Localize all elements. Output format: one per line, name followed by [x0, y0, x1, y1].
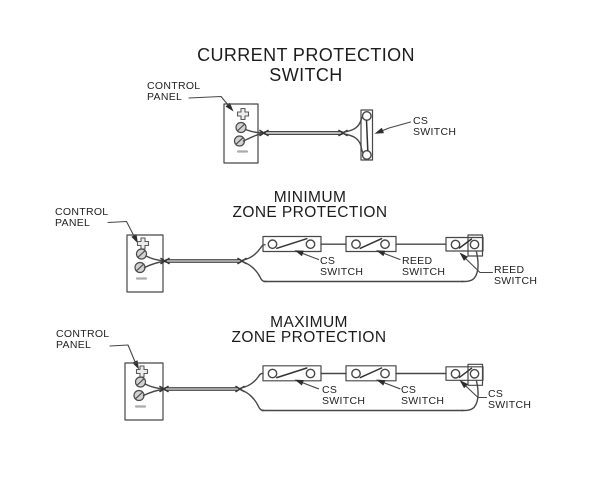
cs-switch-label: CS SWITCH: [488, 388, 532, 411]
control-panel-label: CONTROL PANEL: [56, 328, 110, 351]
control-panel-box: [223, 103, 259, 164]
cs-switch-symbol: [262, 235, 322, 253]
title-line: MAXIMUM: [270, 314, 348, 331]
switch-blade: [365, 119, 369, 152]
polarity-cross-icon: [236, 107, 250, 121]
cs-switch-label: CS SWITCH: [413, 115, 457, 138]
title-line: CURRENT PROTECTION: [197, 45, 415, 65]
minimum-zone-diagram: [107, 220, 494, 293]
screw-terminal-icon: [134, 261, 146, 274]
arrowhead: [374, 127, 384, 134]
cs-switch-right-leader: [459, 380, 488, 399]
cable: [242, 115, 367, 156]
polarity-cross-icon: [136, 237, 150, 250]
switch-blade: [276, 367, 308, 379]
cs-switch-label: CS SWITCH: [322, 384, 366, 407]
reed-switch-leader: [376, 250, 401, 261]
control-panel-label: CONTROL PANEL: [147, 80, 201, 103]
arrowhead: [131, 234, 138, 244]
arrowhead: [294, 379, 304, 386]
arrowhead: [376, 250, 386, 257]
control-panel-box: [124, 362, 164, 421]
cs-switch-label: CS SWITCH: [320, 255, 364, 278]
maximum-zone-diagram: [109, 344, 488, 421]
arrowhead: [459, 380, 469, 389]
switch-blade: [359, 237, 383, 250]
screw-terminal-icon: [134, 376, 147, 388]
control-panel-box: [126, 234, 164, 293]
right-drop-wire: [461, 251, 479, 283]
arrowhead: [132, 360, 139, 370]
title-line: ZONE PROTECTION: [231, 329, 387, 346]
cs-switch-leader: [376, 379, 401, 390]
screw-terminal-icon: [133, 389, 145, 402]
switch-chain: [262, 363, 484, 386]
cs-switch-label: CS SWITCH: [401, 384, 445, 407]
title-line: MINIMUM: [273, 189, 347, 206]
cs-switch-symbol: [445, 363, 484, 386]
current-protection-diagram: [188, 95, 412, 164]
cs-switch-leader: [294, 379, 320, 390]
end-terminal-box: [467, 234, 484, 257]
reed-switch-symbol: [345, 235, 397, 253]
switch-blade: [458, 238, 473, 249]
reed-switch-label: REED SWITCH: [494, 264, 538, 287]
screw-terminal-icon: [135, 248, 148, 260]
switch-blade: [276, 237, 308, 250]
reed-switch-label: REED SWITCH: [402, 255, 446, 278]
cs-switch-leader: [294, 250, 320, 261]
switch-blade: [458, 367, 473, 379]
section-title-minimum-zone: MINIMUM ZONE PROTECTION: [160, 189, 460, 221]
arrowhead: [459, 252, 468, 261]
title-line: SWITCH: [269, 65, 343, 85]
arrowhead: [376, 379, 386, 386]
cs-switch-symbol: [360, 109, 374, 161]
end-terminal-box: [467, 363, 484, 386]
section-title-maximum-zone: MAXIMUM ZONE PROTECTION: [159, 314, 459, 346]
section-title-current-protection: CURRENT PROTECTION SWITCH: [156, 45, 456, 85]
switch-chain: [262, 234, 484, 257]
reed-switch-right-leader: [459, 252, 494, 274]
arrowhead: [225, 102, 234, 112]
cable: [142, 372, 479, 412]
screw-terminal-icon: [235, 121, 247, 134]
switch-blade: [359, 367, 383, 379]
cs-switch-leader: [374, 121, 412, 134]
cable: [143, 244, 479, 283]
control-panel-leader: [107, 220, 138, 244]
control-panel-label: CONTROL PANEL: [55, 206, 109, 229]
reed-switch-symbol: [445, 234, 484, 257]
cs-switch-symbol: [345, 365, 397, 382]
right-drop-wire: [461, 380, 479, 412]
arrowhead: [294, 250, 304, 257]
cs-switch-symbol: [262, 365, 322, 382]
title-line: ZONE PROTECTION: [232, 204, 388, 221]
